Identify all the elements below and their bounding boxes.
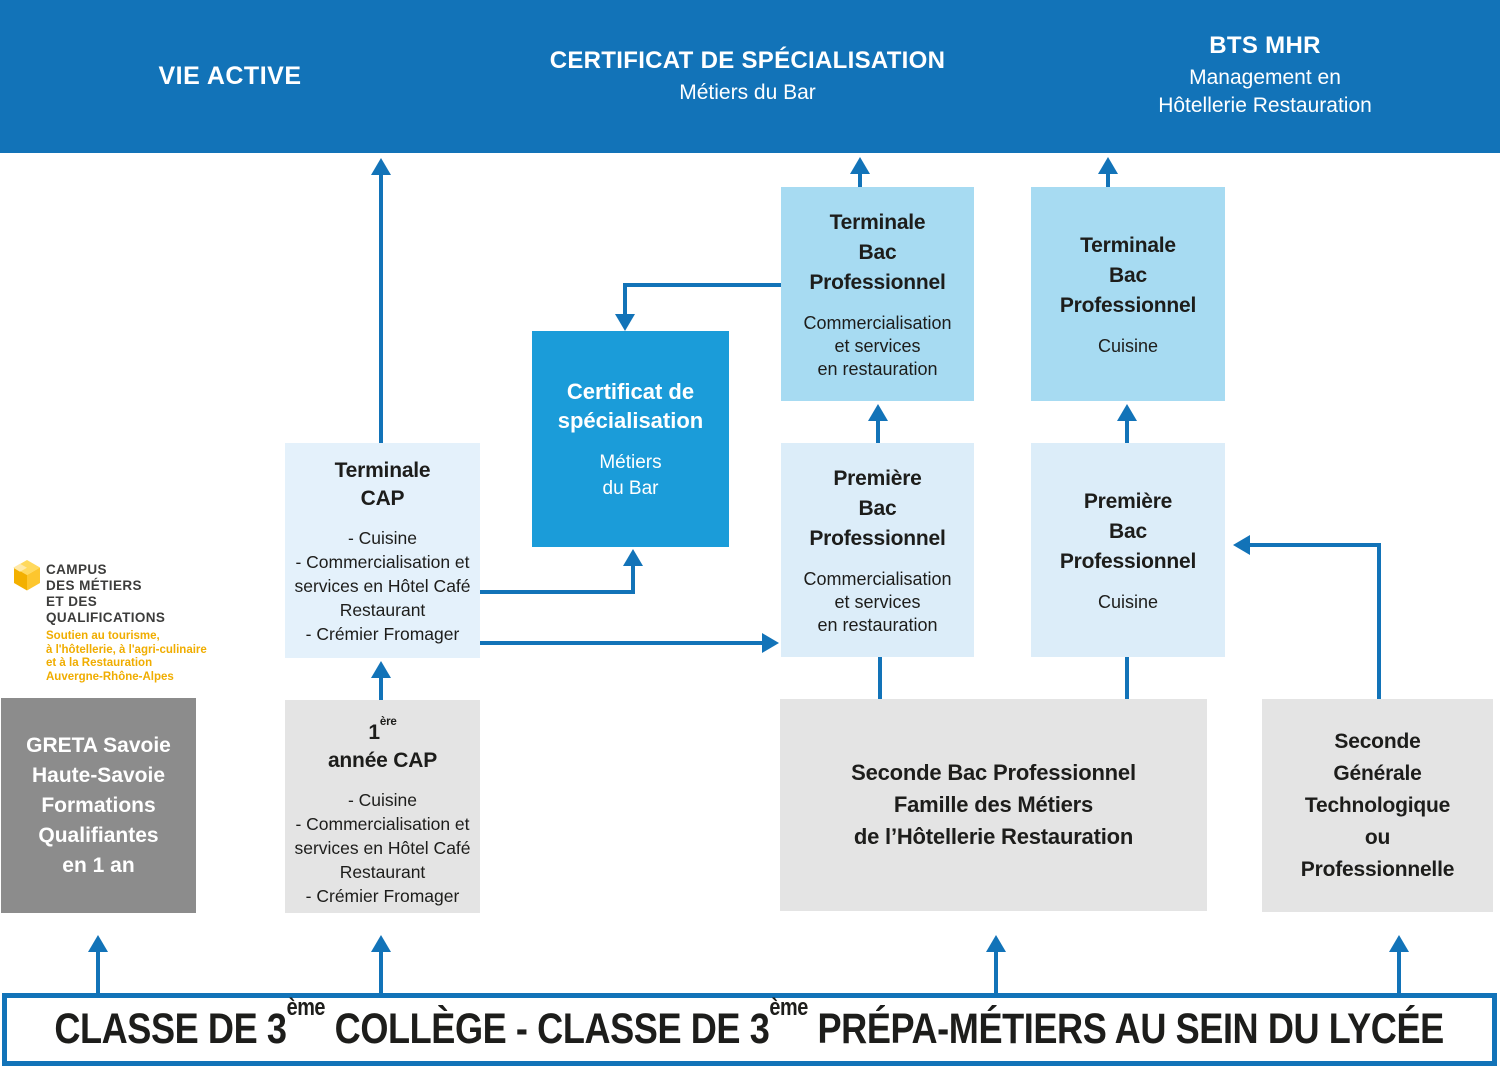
- arrowhead-up: [1117, 404, 1137, 421]
- box-premiere-bacpro-commercialisation-title: Première Bac Professionnel: [809, 466, 946, 550]
- arrow-line: [379, 174, 383, 443]
- box-seconde-generale: Seconde Générale Technologique ou Profes…: [1262, 699, 1493, 912]
- box-greta: GRETA Savoie Haute-Savoie Formations Qua…: [1, 698, 196, 913]
- arrowhead-up: [850, 157, 870, 174]
- box-premiere-annee-cap: 1ère année CAP - Cuisine - Commercialisa…: [285, 700, 480, 913]
- arrow-line: [480, 641, 762, 645]
- arrowhead-left: [1233, 535, 1250, 555]
- arrowhead-up: [1389, 935, 1409, 952]
- box-terminale-cap-options: - Cuisine - Commercialisation et service…: [294, 528, 471, 644]
- box-premiere-bacpro-cuisine-title: Première Bac Professionnel: [1059, 489, 1197, 573]
- arrow-line: [623, 285, 627, 316]
- box-premiere-bacpro-commercialisation: Première Bac Professionnel Commercialisa…: [781, 443, 974, 657]
- bb-part2: COLLÈGE - CLASSE DE 3: [325, 1005, 770, 1053]
- arrowhead-up: [88, 935, 108, 952]
- bts-mhr-heading-subtitle: Management en Hôtellerie Restauration: [1158, 66, 1372, 117]
- arrowhead-up: [371, 935, 391, 952]
- bottom-banner-text: CLASSE DE 3ème COLLÈGE - CLASSE DE 3ème …: [54, 995, 1445, 1054]
- arrow-line: [858, 173, 862, 187]
- bb-part3: PRÉPA-MÉTIERS AU SEIN DU LYCÉE: [808, 1005, 1445, 1053]
- vie-active-label: VIE ACTIVE: [158, 62, 302, 90]
- box-terminale-bacpro-cuisine: Terminale Bac Professionnel Cuisine: [1031, 187, 1225, 401]
- box-certificat-specialisation-subtitle: Métiers du Bar: [599, 451, 662, 499]
- box-seconde-bacpro-text: Seconde Bac Professionnel Famille des Mé…: [851, 760, 1136, 849]
- connector-line: [1125, 657, 1129, 699]
- bts-mhr-heading: BTS MHR Management en Hôtellerie Restaur…: [1090, 32, 1440, 120]
- arrow-line: [1397, 951, 1401, 994]
- bb-part1: CLASSE DE 3: [54, 1005, 288, 1053]
- bb-sup2: ème: [769, 994, 809, 1021]
- arrow-line: [96, 951, 100, 994]
- box-terminale-cap: Terminale CAP - Cuisine - Commercialisat…: [285, 443, 480, 658]
- arrow-line: [1106, 173, 1110, 187]
- box-seconde-bacpro: Seconde Bac Professionnel Famille des Mé…: [780, 699, 1207, 911]
- bts-mhr-heading-title: BTS MHR: [1209, 32, 1321, 59]
- arrow-line: [1250, 543, 1381, 547]
- box-seconde-generale-text: Seconde Générale Technologique ou Profes…: [1300, 729, 1455, 881]
- arrow-line: [994, 951, 998, 994]
- arrow-line: [623, 283, 781, 287]
- box-premiere-bacpro-cuisine: Première Bac Professionnel Cuisine: [1031, 443, 1225, 657]
- arrowhead-up: [1098, 157, 1118, 174]
- box-terminale-bacpro-commercialisation: Terminale Bac Professionnel Commercialis…: [781, 187, 974, 401]
- bottom-banner: CLASSE DE 3ème COLLÈGE - CLASSE DE 3ème …: [2, 993, 1497, 1066]
- box-terminale-bacpro-commercialisation-subtitle: Commercialisation et services en restaur…: [803, 312, 952, 379]
- top-banner: VIE ACTIVE CERTIFICAT DE SPÉCIALISATION …: [0, 0, 1500, 153]
- campus-logo-name: CAMPUS DES MÉTIERS ET DES QUALIFICATIONS: [46, 562, 166, 625]
- arrowhead-down: [615, 314, 635, 331]
- cap-year-suffix: ère: [379, 715, 397, 728]
- arrow-line: [1125, 420, 1129, 443]
- arrow-line: [876, 420, 880, 443]
- arrow-line: [1377, 543, 1381, 699]
- box-premiere-bacpro-cuisine-subtitle: Cuisine: [1097, 591, 1159, 612]
- box-certificat-specialisation: Certificat de spécialisation Métiers du …: [532, 331, 729, 547]
- box-premiere-annee-cap-options: - Cuisine - Commercialisation et service…: [294, 790, 471, 906]
- connector-line: [878, 657, 882, 699]
- campus-logo-tagline: Soutien au tourisme, à l'hôtellerie, à l…: [46, 630, 207, 683]
- box-premiere-annee-cap-title: 1ère: [368, 714, 396, 747]
- box-greta-text: GRETA Savoie Haute-Savoie Formations Qua…: [26, 733, 171, 877]
- arrowhead-up: [986, 935, 1006, 952]
- arrowhead-up: [371, 158, 391, 175]
- box-terminale-cap-title: Terminale CAP: [334, 459, 431, 510]
- arrow-line: [480, 590, 635, 594]
- arrow-line: [631, 565, 635, 594]
- box-premiere-bacpro-commercialisation-subtitle: Commercialisation et services en restaur…: [803, 568, 952, 635]
- certificat-specialisation-heading-subtitle: Métiers du Bar: [679, 81, 816, 104]
- arrowhead-up: [371, 661, 391, 678]
- cap-year-number: 1: [368, 721, 380, 744]
- arrowhead-up: [868, 404, 888, 421]
- arrow-line: [379, 677, 383, 700]
- campus-cubes-icon: [13, 560, 40, 591]
- arrow-line: [379, 951, 383, 994]
- certificat-specialisation-heading-title: CERTIFICAT DE SPÉCIALISATION: [549, 47, 946, 74]
- box-terminale-bacpro-cuisine-subtitle: Cuisine: [1097, 335, 1159, 356]
- box-certificat-specialisation-title: Certificat de spécialisation: [557, 378, 704, 433]
- arrowhead-right: [762, 633, 779, 653]
- certificat-specialisation-heading: CERTIFICAT DE SPÉCIALISATION Métiers du …: [470, 47, 1025, 107]
- box-terminale-bacpro-commercialisation-title: Terminale Bac Professionnel: [809, 210, 946, 294]
- box-premiere-annee-cap-title-line2: année CAP: [327, 749, 438, 772]
- box-terminale-bacpro-cuisine-title: Terminale Bac Professionnel: [1059, 233, 1197, 317]
- arrowhead-up: [623, 549, 643, 566]
- bb-sup1: ème: [287, 994, 326, 1021]
